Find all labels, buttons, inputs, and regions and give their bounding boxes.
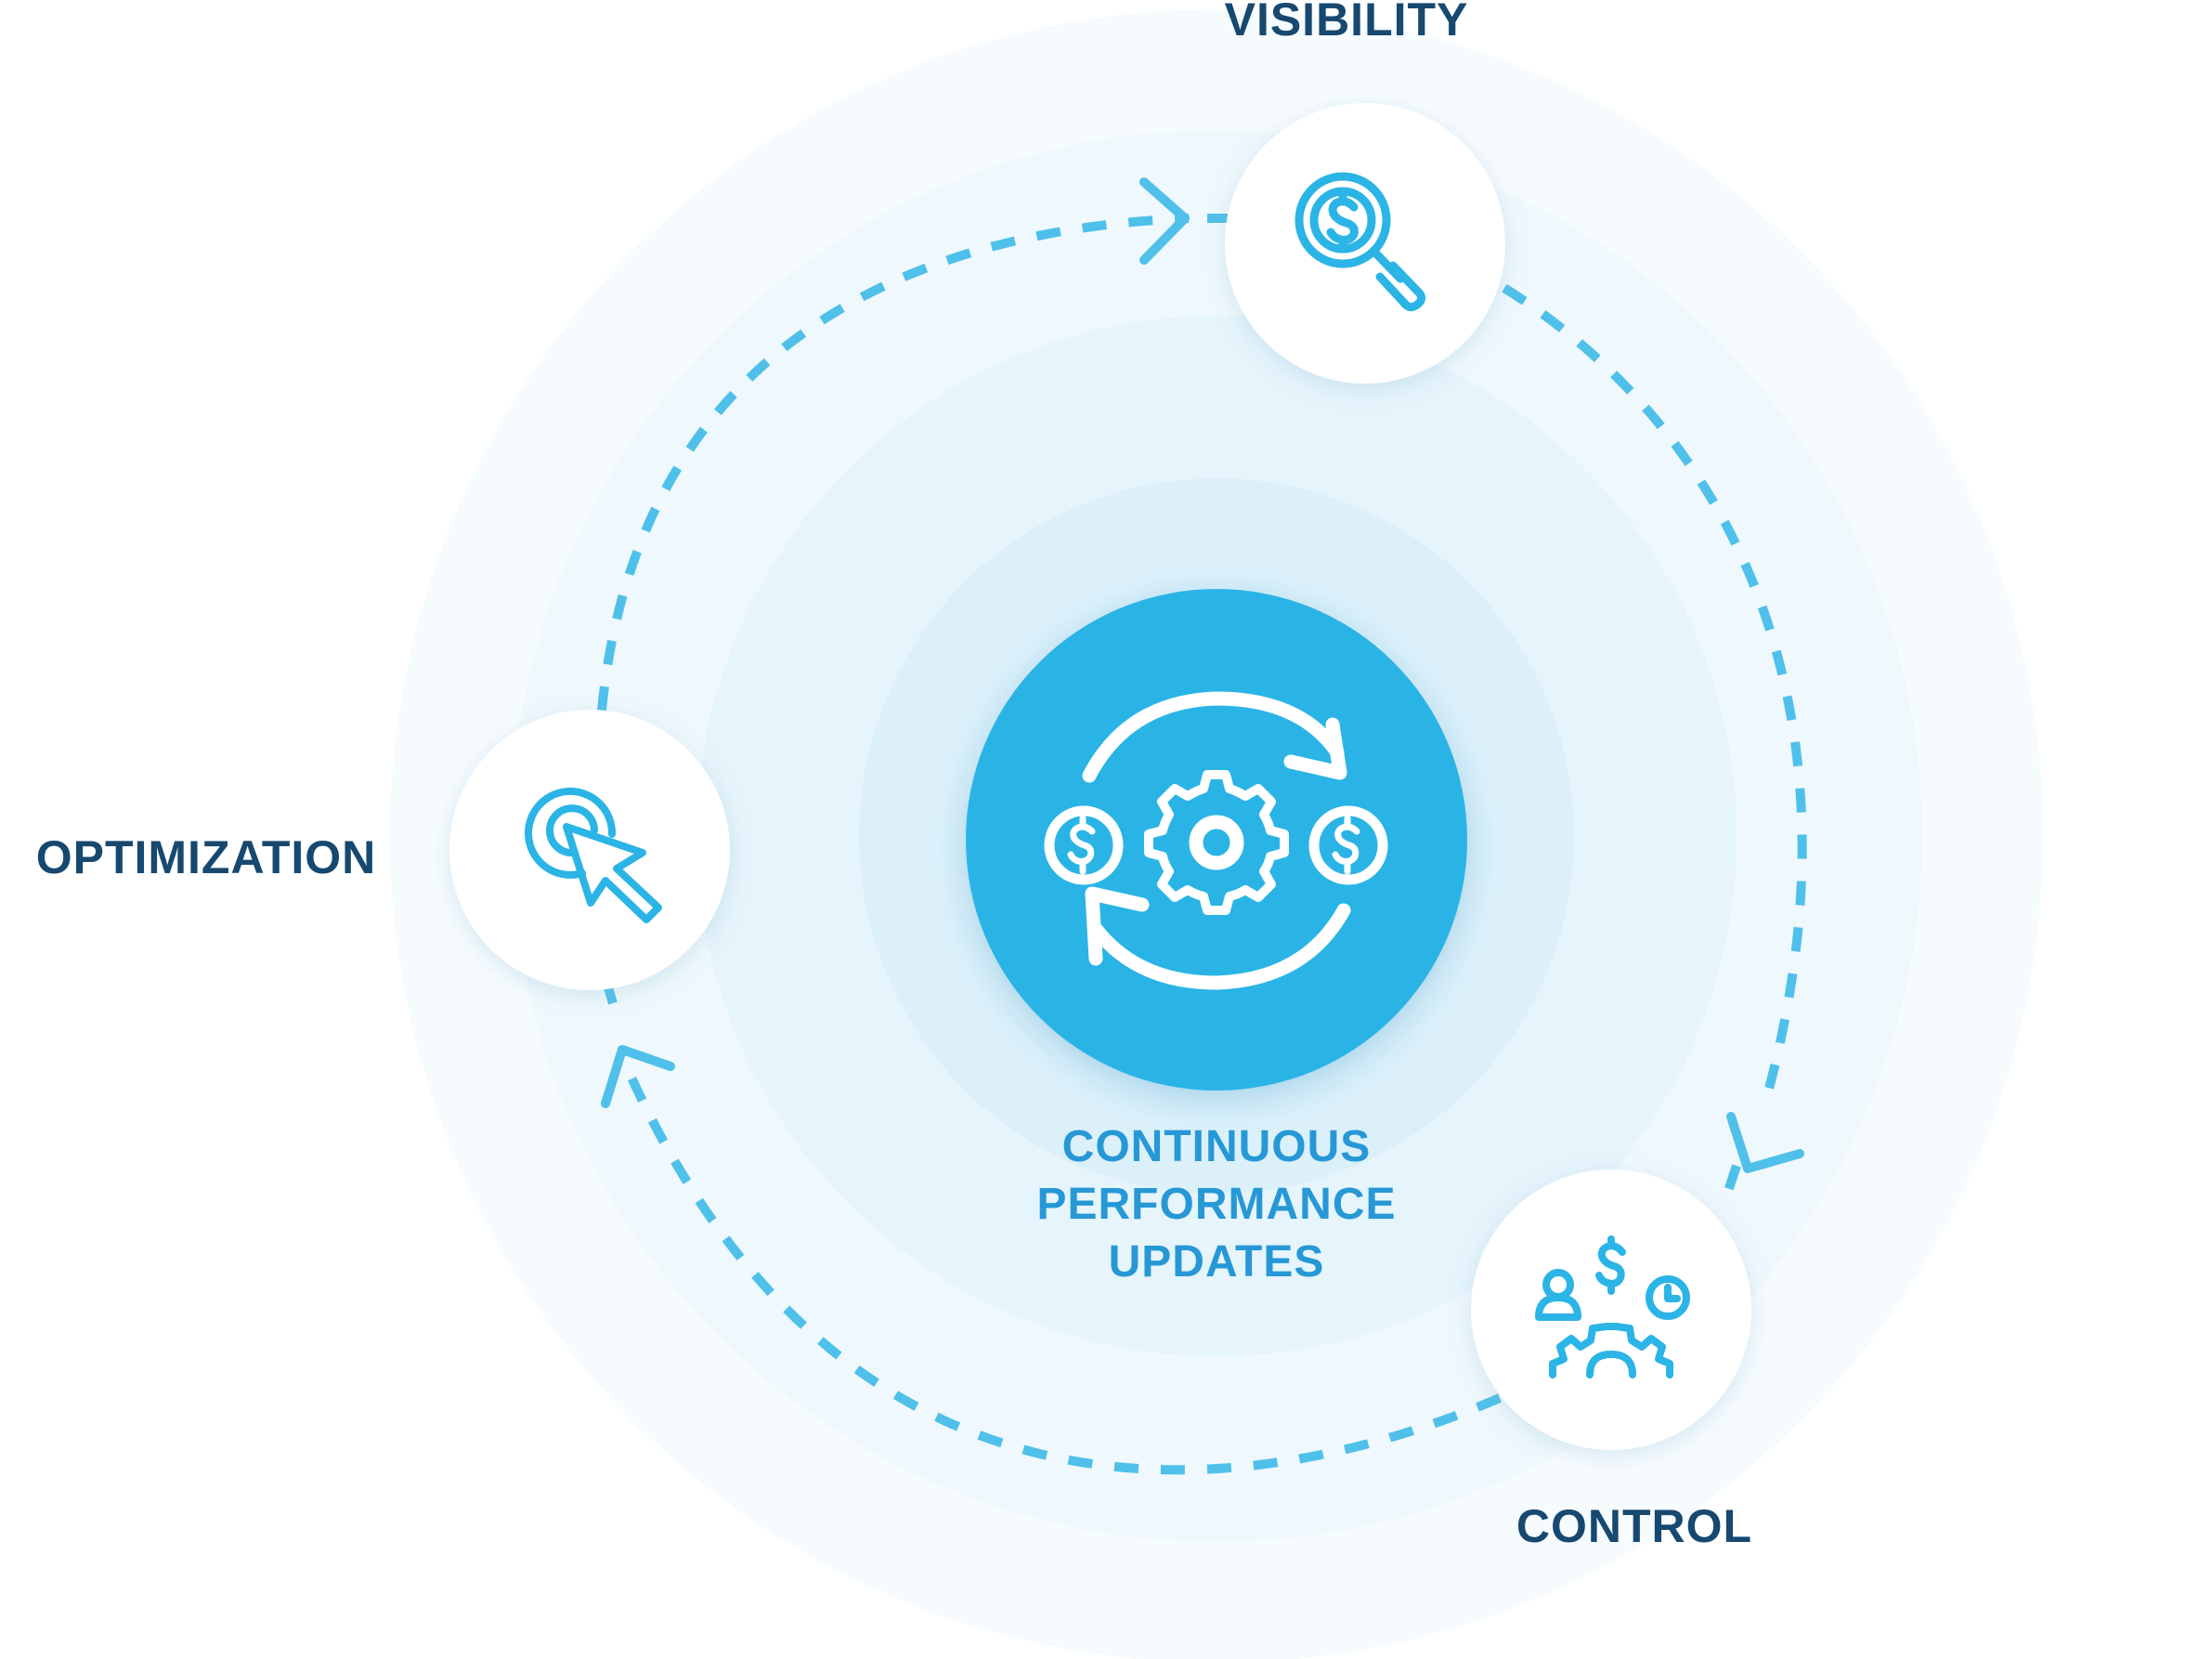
arc-optimization-to-visibility xyxy=(597,214,1190,712)
center-label: CONTINUOUS PERFORMANCE UPDATES xyxy=(1036,1122,1396,1287)
center-label-line-1: CONTINUOUS xyxy=(1062,1122,1372,1171)
node-optimization-circle xyxy=(449,710,730,990)
center-label-line-2: PERFORMANCE xyxy=(1036,1180,1396,1229)
arrowhead-to-control xyxy=(1726,1112,1804,1173)
arc-short-control-entry xyxy=(1718,1164,1741,1209)
node-control-circle xyxy=(1471,1169,1751,1450)
arrowheads xyxy=(601,177,1804,1173)
center-circle xyxy=(966,589,1467,1091)
refresh-gear-dollar-icon xyxy=(1044,691,1388,990)
user-dollar-clock-gear-icon xyxy=(1535,1235,1690,1378)
label-control: CONTROL xyxy=(1516,1500,1752,1552)
click-cursor-icon xyxy=(525,787,662,923)
node-optimization xyxy=(449,710,730,990)
label-visibility: VISIBILITY xyxy=(1225,0,1469,46)
node-control xyxy=(1471,1169,1751,1450)
label-optimization: OPTIMIZATION xyxy=(36,831,377,883)
arc-visibility-to-control xyxy=(1502,283,1807,1107)
node-visibility xyxy=(1225,103,1505,384)
arc-control-to-optimization xyxy=(627,1075,1502,1475)
dollar-magnifier-icon xyxy=(1295,172,1426,312)
arrowhead-to-optimization xyxy=(601,1045,675,1108)
center-label-line-3: UPDATES xyxy=(1109,1237,1325,1287)
arrowhead-to-visibility xyxy=(1139,177,1190,265)
center-node xyxy=(966,589,1467,1091)
